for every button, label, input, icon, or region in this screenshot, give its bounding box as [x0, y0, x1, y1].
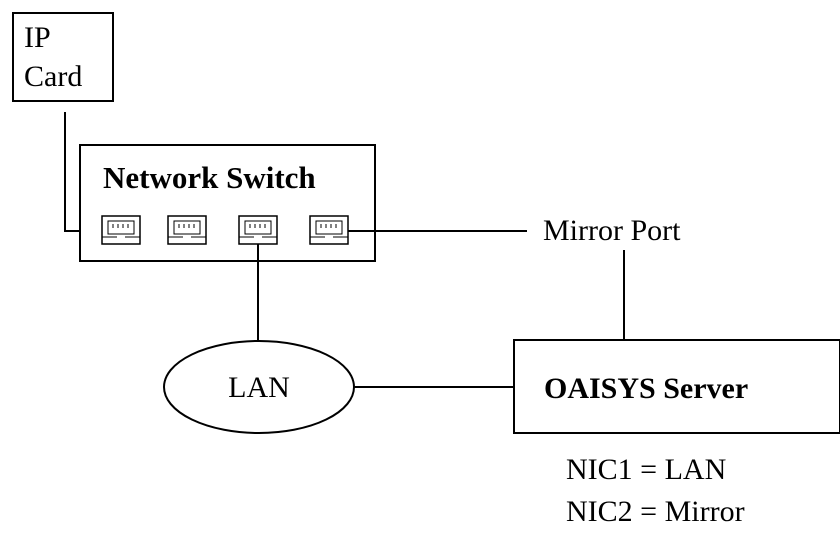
nic2-note: NIC2 = Mirror [566, 495, 745, 528]
oaisys-server-box [513, 339, 840, 434]
switch-port-1 [101, 215, 141, 245]
oaisys-server: OAISYS Server [513, 339, 840, 434]
lan-label: LAN [228, 371, 290, 404]
switch-port-3 [238, 215, 278, 245]
network-switch-label: Network Switch [103, 160, 316, 195]
mirror-port-label: Mirror Port [543, 214, 681, 247]
oaisys-server-label: OAISYS Server [544, 372, 748, 405]
ip-card: IP Card [12, 12, 114, 102]
network-switch: Network Switch [79, 144, 376, 262]
nic1-note: NIC1 = LAN [566, 453, 726, 486]
ip-card-label-line2: Card [24, 60, 82, 93]
ip-card-box [12, 12, 114, 102]
ip-card-label-line1: IP [24, 21, 51, 54]
switch-port-4-mirror [309, 215, 349, 245]
lan-cloud: LAN [163, 340, 355, 434]
switch-port-2 [167, 215, 207, 245]
